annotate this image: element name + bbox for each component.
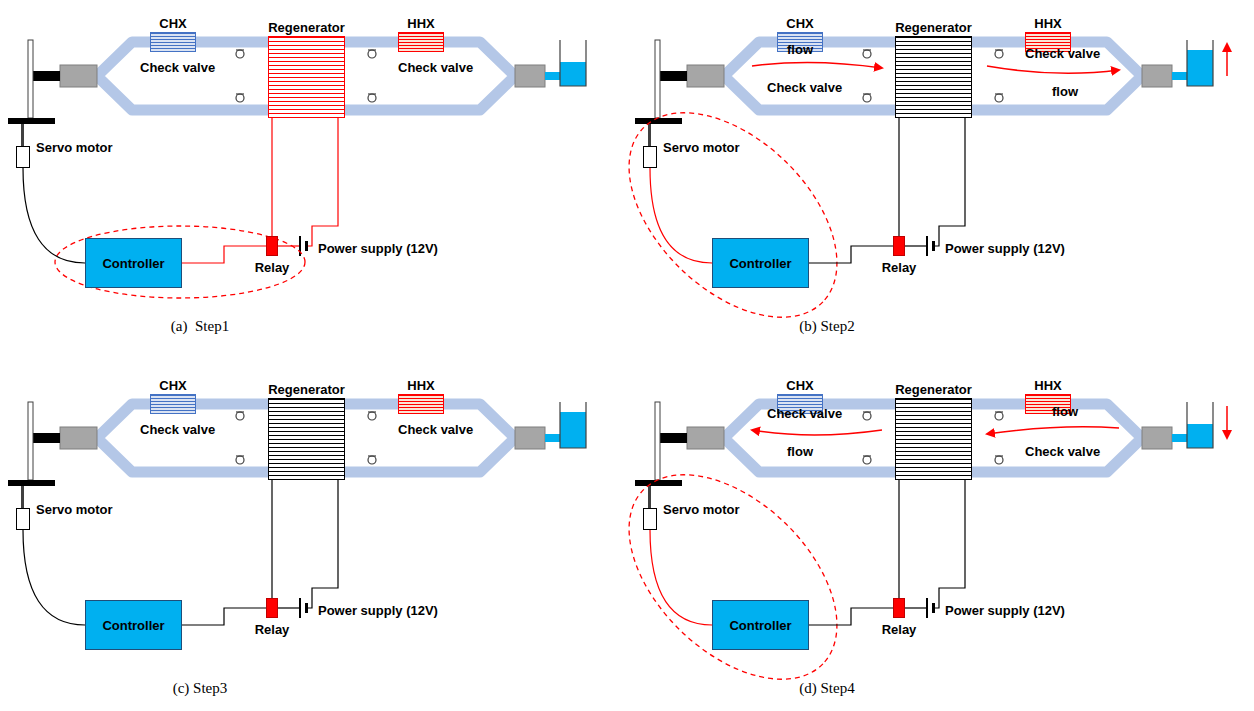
node-label: CHX — [159, 16, 186, 31]
controller-box: Controller — [712, 600, 809, 650]
node-label: Controller — [729, 618, 791, 633]
wire — [650, 530, 712, 625]
part-label: Power supply (12V) — [318, 241, 438, 256]
figure-caption: (c) Step3 — [173, 680, 228, 697]
relay: Relay — [893, 236, 905, 256]
regenerator: Regenerator — [268, 398, 345, 480]
part-label: flow — [787, 42, 813, 57]
part-label: Check valve — [767, 406, 842, 421]
cold-heat-exchanger: CHX — [150, 32, 196, 52]
controller-box: Controller — [85, 600, 182, 650]
figure-caption: (a) Step1 — [171, 318, 229, 335]
part-label: Power supply (12V) — [318, 603, 438, 618]
node-label: Controller — [729, 256, 791, 271]
node-label: Regenerator — [268, 20, 345, 35]
cold-heat-exchanger: CHX — [150, 394, 196, 414]
part-label: Power supply (12V) — [945, 603, 1065, 618]
relay: Relay — [266, 236, 278, 256]
part-label: Power supply (12V) — [945, 241, 1065, 256]
wire — [898, 480, 899, 598]
regenerator: Regenerator — [895, 398, 972, 480]
part-label: flow — [1052, 84, 1078, 99]
part-label: Check valve — [398, 422, 473, 437]
wire — [23, 530, 85, 625]
node-label: HHX — [407, 16, 434, 31]
node-label: Servo motor — [36, 140, 113, 155]
part-label: Check valve — [140, 60, 215, 75]
node-label: Relay — [255, 260, 290, 275]
hot-heat-exchanger: HHX — [398, 32, 444, 52]
wire — [23, 168, 85, 263]
wire — [809, 246, 893, 263]
servo-motor: Servo motor — [16, 146, 30, 168]
node-label: Regenerator — [895, 20, 972, 35]
node-label: Controller — [102, 618, 164, 633]
node-label: Servo motor — [663, 502, 740, 517]
node-label: HHX — [407, 378, 434, 393]
node-label: Regenerator — [268, 382, 345, 397]
wire — [650, 168, 712, 263]
node-label: Regenerator — [895, 382, 972, 397]
wire — [271, 118, 272, 236]
servo-motor: Servo motor — [16, 508, 30, 530]
node-label: Servo motor — [663, 140, 740, 155]
node-label: Relay — [255, 622, 290, 637]
servo-motor: Servo motor — [643, 508, 657, 530]
wire — [271, 480, 272, 598]
part-label: Check valve — [140, 422, 215, 437]
part-label: flow — [787, 444, 813, 459]
node-label: HHX — [1034, 16, 1061, 31]
controller-box: Controller — [712, 238, 809, 288]
regenerator: Regenerator — [895, 36, 972, 118]
node-label: Servo motor — [36, 502, 113, 517]
regenerator: Regenerator — [268, 36, 345, 118]
part-label: Check valve — [767, 80, 842, 95]
servo-motor: Servo motor — [643, 146, 657, 168]
part-label: Check valve — [398, 60, 473, 75]
hot-heat-exchanger: HHX — [398, 394, 444, 414]
controller-box: Controller — [85, 238, 182, 288]
wire — [898, 118, 899, 236]
wire — [182, 608, 266, 625]
relay: Relay — [893, 598, 905, 618]
node-label: CHX — [159, 378, 186, 393]
node-label: HHX — [1034, 378, 1061, 393]
node-label: Relay — [882, 260, 917, 275]
figure-caption: (d) Step4 — [799, 680, 854, 697]
node-label: CHX — [786, 16, 813, 31]
node-label: CHX — [786, 378, 813, 393]
node-label: Relay — [882, 622, 917, 637]
wire — [809, 608, 893, 625]
relay: Relay — [266, 598, 278, 618]
part-label: Check valve — [1025, 444, 1100, 459]
node-label: Controller — [102, 256, 164, 271]
part-label: Check valve — [1025, 46, 1100, 61]
part-label: flow — [1052, 404, 1078, 419]
figure-caption: (b) Step2 — [799, 318, 854, 335]
wire — [182, 246, 266, 263]
